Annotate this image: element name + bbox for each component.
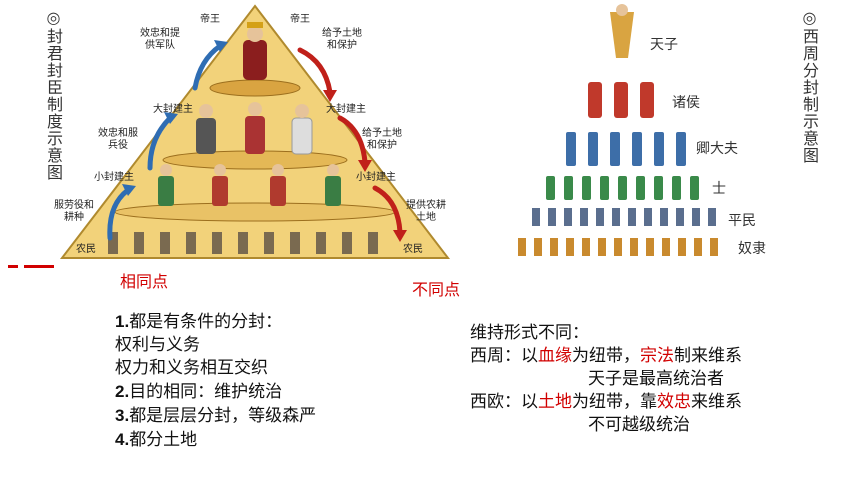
- zhou-rank-vassal-lords: 诸侯: [672, 95, 700, 111]
- small-lord-figures: [158, 164, 341, 206]
- difference-western-europe-note: 不可越级统治: [588, 415, 690, 435]
- differences-heading: 维持形式不同：: [470, 323, 589, 343]
- zhou-rank-commoners: 平民: [728, 213, 756, 229]
- different-points-caption: 不同点: [412, 280, 461, 299]
- rank-small-lord-left: 小封建主: [94, 172, 134, 183]
- rank-peasant-left: 农民: [76, 244, 96, 255]
- zhou-diagram-title: ◎西周分封制示意图: [800, 8, 819, 164]
- difference-western-zhou-note: 天子是最高统治者: [588, 369, 724, 389]
- zhou-rank-scholars: 士: [712, 181, 726, 197]
- grant-arrows: [297, 47, 403, 235]
- similarity-item-1: 1.都是有条件的分封：: [115, 312, 283, 332]
- highlight-patriarchal: 宗法: [640, 346, 674, 366]
- highlight-land: 土地: [538, 392, 572, 412]
- similarity-item-1-sub-1: 权利与义务: [115, 335, 200, 355]
- rank-small-lord-right: 小封建主: [356, 172, 396, 183]
- similarity-item-2: 2.目的相同：维护统治: [115, 382, 283, 402]
- differences-block: 维持形式不同： 西周：以血缘为纽带，宗法制来维系 天子是最高统治者 西欧：以土地…: [470, 322, 742, 437]
- son-of-heaven-figure: [610, 4, 634, 58]
- feudal-pyramid-figure: 帝王 帝王 效忠和提供军队 给予土地和保护 大封建主 大封建主 效忠和服兵役 给…: [0, 0, 480, 265]
- zhou-rank-slaves: 奴隶: [738, 241, 766, 257]
- difference-western-europe: 西欧：以土地为纽带，靠效忠来维系: [470, 392, 742, 412]
- cropped-text-fragment: [8, 265, 54, 268]
- rank-great-lord-right: 大封建主: [326, 104, 366, 115]
- feudal-diagram-title: ◎封君封臣制度示意图: [44, 8, 63, 181]
- highlight-blood-ties: 血缘: [538, 346, 572, 366]
- grant-farmland: 提供农耕土地: [406, 200, 446, 223]
- duty-labor-farming: 服劳役和耕种: [54, 200, 94, 223]
- scholar-figures: [546, 176, 699, 200]
- duty-loyalty-army: 效忠和提供军队: [140, 28, 180, 51]
- same-points-caption: 相同点: [120, 272, 169, 291]
- highlight-loyalty: 效忠: [657, 392, 691, 412]
- slave-figures: [518, 238, 718, 256]
- similarity-item-3: 3.都是层层分封，等级森严: [115, 406, 317, 426]
- rank-great-lord-left: 大封建主: [153, 104, 193, 115]
- vassal-lord-figures: [588, 82, 654, 118]
- feudal-pyramid-illustration: [59, 4, 451, 259]
- similarities-list: 1.都是有条件的分封： 权利与义务 权力和义务相互交织 2.目的相同：维护统治 …: [115, 310, 316, 452]
- similarity-item-1-sub-2: 权力和义务相互交织: [115, 358, 268, 378]
- king-figure: [243, 22, 267, 80]
- difference-western-zhou: 西周：以血缘为纽带，宗法制来维系: [470, 346, 742, 366]
- peasant-figures: [108, 232, 378, 254]
- rank-king-right: 帝王: [290, 14, 310, 25]
- similarity-item-4: 4.都分土地: [115, 430, 198, 450]
- minister-figures: [566, 132, 686, 166]
- zhou-rank-son-of-heaven: 天子: [650, 37, 678, 53]
- rank-king-left: 帝王: [200, 14, 220, 25]
- zhou-pyramid-figure: 天子 诸侯 卿大夫 士 平民 奴隶: [500, 0, 860, 270]
- duty-loyalty-service: 效忠和服兵役: [98, 128, 138, 151]
- duty-arrows: [107, 43, 223, 241]
- commoner-figures: [532, 208, 716, 226]
- great-lord-figures: [196, 102, 313, 155]
- zhou-rank-ministers: 卿大夫: [696, 141, 738, 157]
- zhou-pyramid-illustration: [518, 4, 718, 256]
- grant-land-protection-2: 给予土地和保护: [362, 128, 402, 151]
- grant-land-protection-1: 给予土地和保护: [322, 28, 362, 51]
- rank-peasant-right: 农民: [403, 244, 423, 255]
